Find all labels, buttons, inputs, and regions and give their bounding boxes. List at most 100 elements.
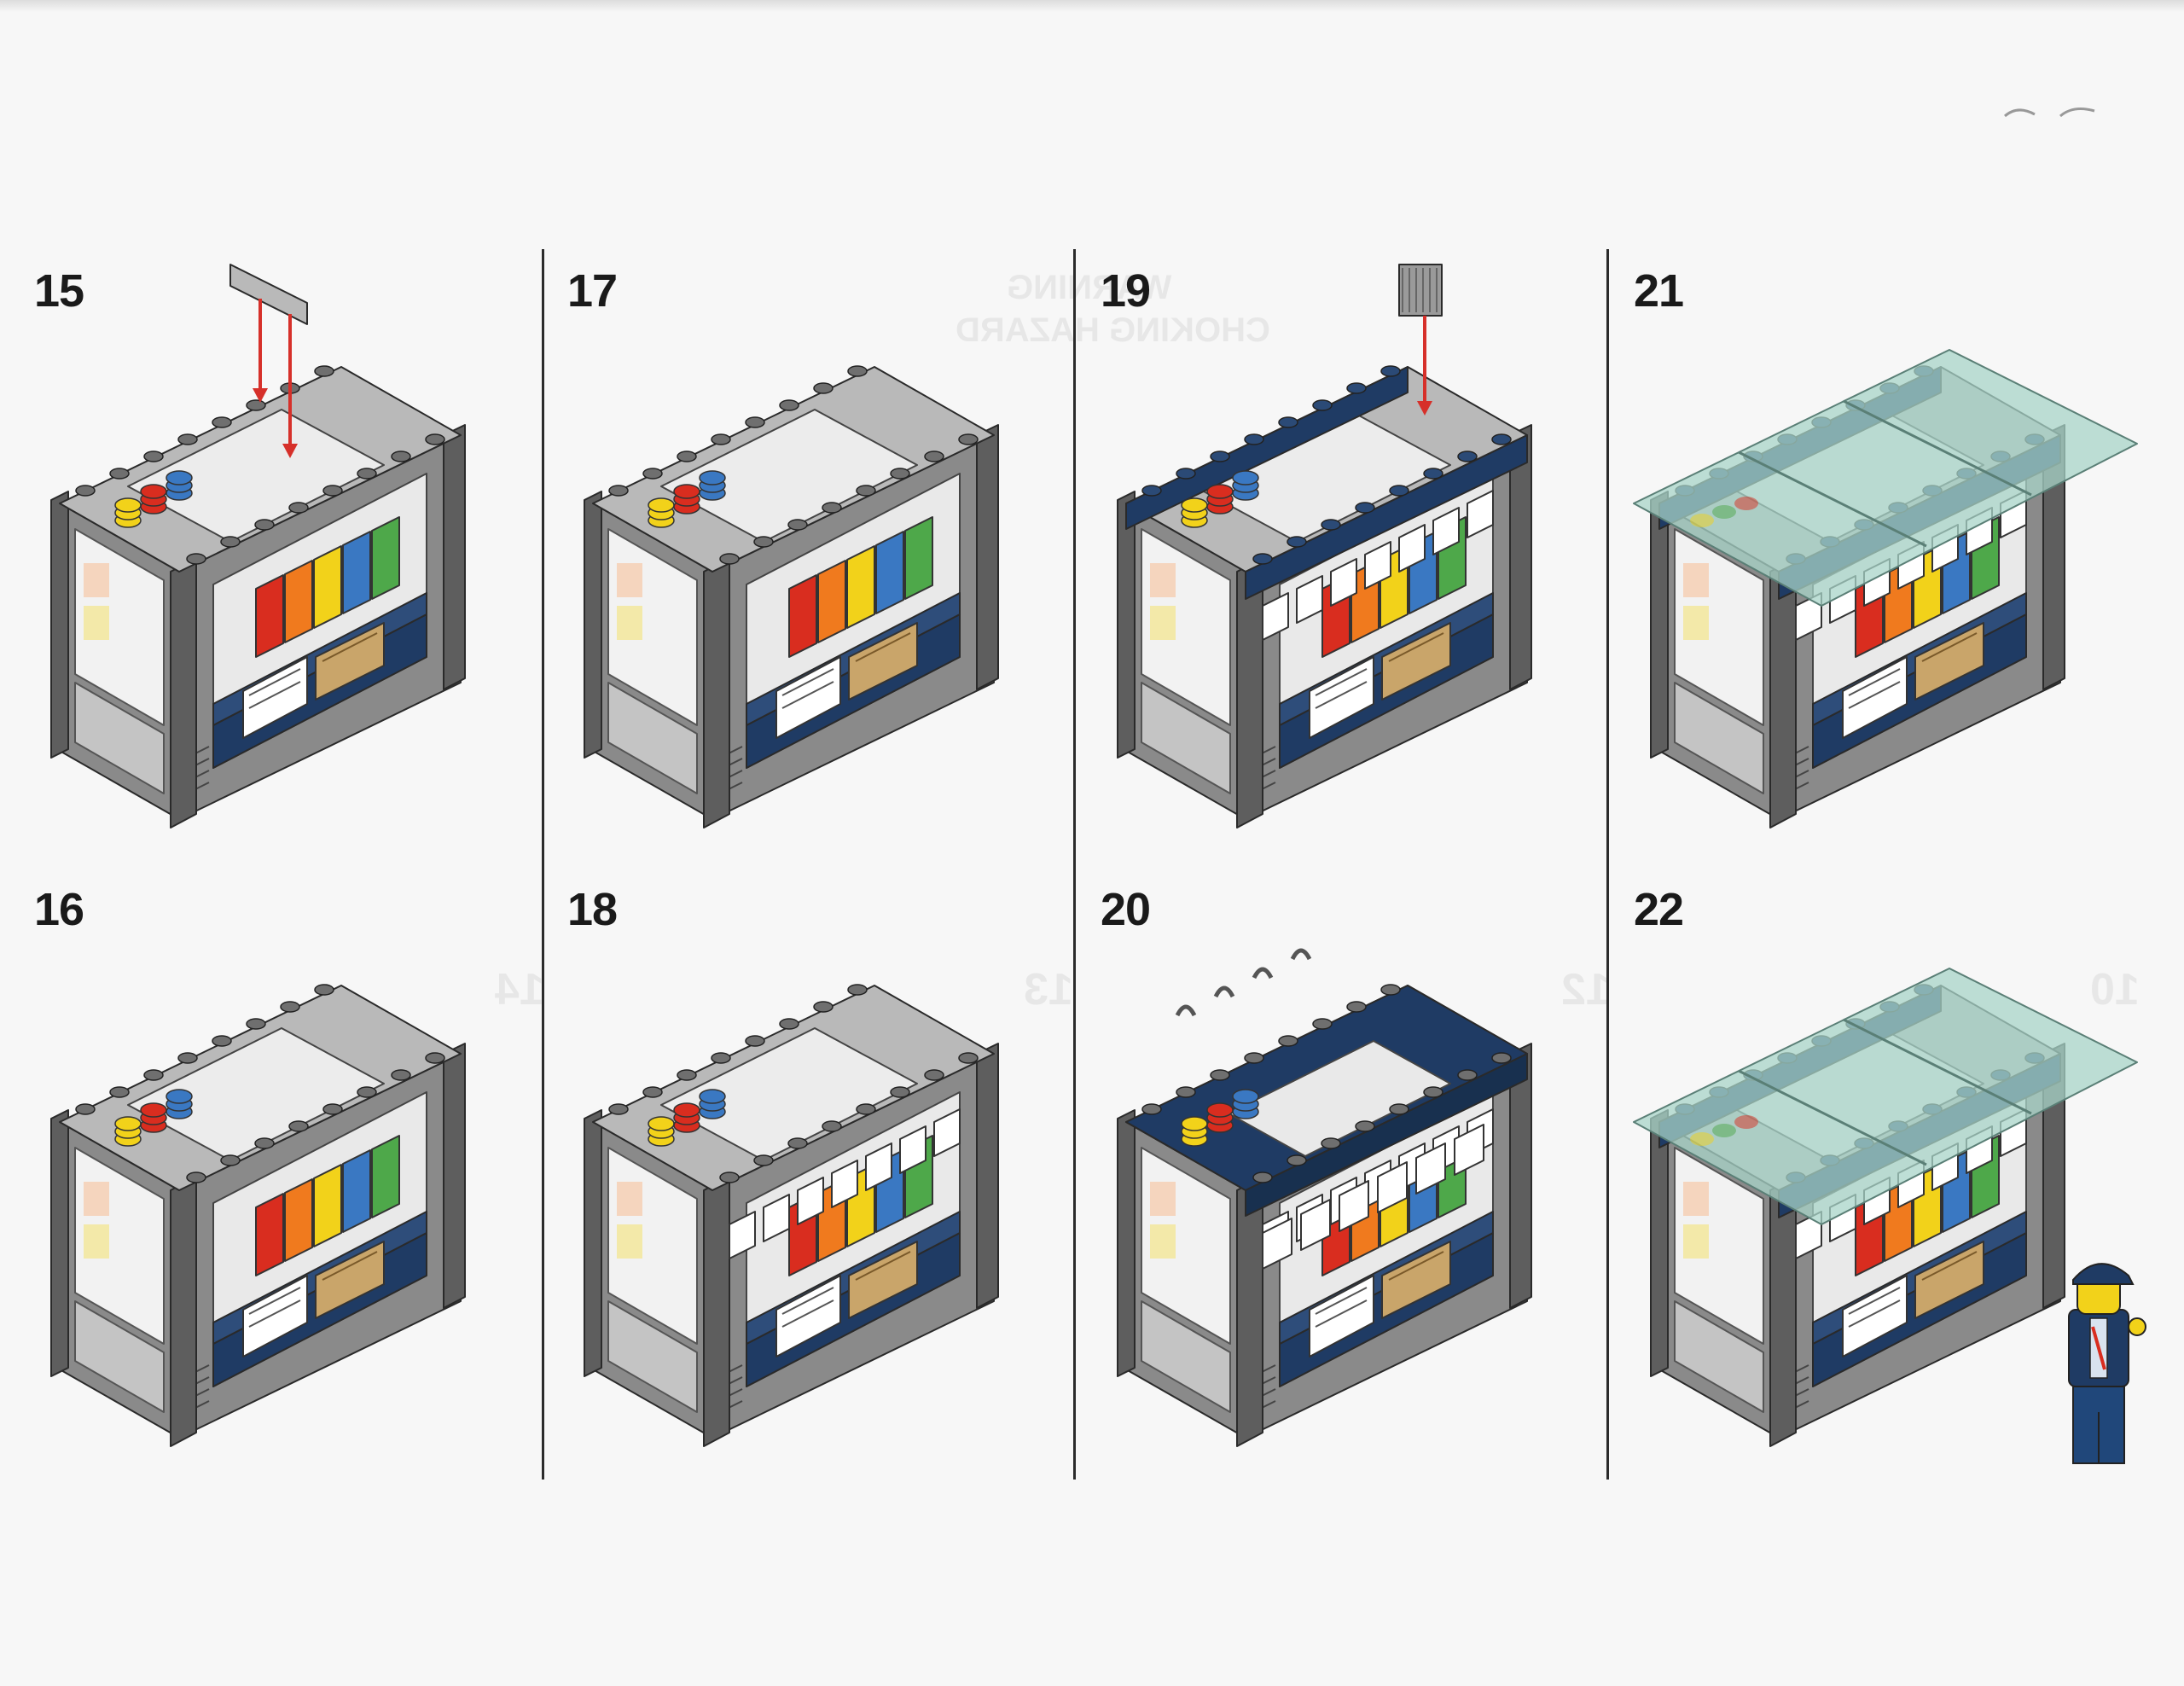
hanging-card bbox=[1300, 1199, 1331, 1251]
newspaper-line bbox=[781, 681, 834, 709]
minifigure bbox=[2068, 1263, 2146, 1464]
column-divider bbox=[542, 249, 544, 1480]
window-sticker bbox=[1150, 563, 1176, 597]
step-illustration bbox=[584, 365, 999, 828]
newspaper bbox=[242, 656, 308, 739]
sweet-stack bbox=[648, 1116, 675, 1131]
stud bbox=[719, 1171, 740, 1183]
newspaper-line bbox=[1388, 632, 1444, 662]
stud bbox=[1355, 1120, 1375, 1132]
hanging-card bbox=[1467, 490, 1494, 538]
stud bbox=[1389, 485, 1409, 497]
stud bbox=[787, 519, 808, 531]
newspaper bbox=[1309, 656, 1374, 739]
front-pillar-left bbox=[703, 1176, 730, 1447]
front-pillar-left bbox=[1769, 1176, 1797, 1447]
stud bbox=[1457, 451, 1478, 462]
stud bbox=[391, 1069, 411, 1081]
step-15: 15 bbox=[26, 247, 555, 862]
arrow-head bbox=[253, 388, 268, 403]
stud bbox=[847, 365, 868, 377]
window-sticker bbox=[1683, 563, 1709, 597]
front-pillar-right bbox=[443, 1043, 466, 1309]
stud bbox=[753, 536, 774, 548]
stud bbox=[1423, 468, 1443, 480]
newspaper-line bbox=[1315, 668, 1368, 696]
stud bbox=[1176, 468, 1196, 480]
stud bbox=[109, 1086, 130, 1098]
magazine-3 bbox=[313, 1164, 342, 1247]
stud bbox=[822, 502, 842, 514]
stud bbox=[787, 1137, 808, 1149]
newspaper bbox=[775, 656, 841, 739]
stud bbox=[924, 451, 944, 462]
magazine-3 bbox=[846, 545, 875, 629]
front-pillar-right bbox=[976, 1043, 999, 1309]
stud bbox=[677, 1069, 697, 1081]
newspaper-line bbox=[248, 1299, 301, 1328]
back-pillar-left bbox=[1117, 491, 1136, 759]
newspaper-line bbox=[1315, 1287, 1368, 1315]
hanging-card bbox=[865, 1142, 892, 1191]
sweet-stack bbox=[1181, 497, 1208, 513]
window-sticker bbox=[1683, 1224, 1709, 1259]
newspaper-line bbox=[322, 1251, 378, 1281]
side-base-panel bbox=[1141, 682, 1231, 794]
back-pillar-left bbox=[50, 491, 69, 759]
newspaper-line bbox=[1848, 681, 1901, 709]
step-19: 19 bbox=[1092, 247, 1621, 862]
hanging-card bbox=[1330, 558, 1357, 607]
stud bbox=[425, 433, 445, 445]
hanging-card bbox=[1262, 592, 1289, 641]
hanging-card bbox=[797, 1177, 824, 1225]
stud bbox=[280, 1001, 300, 1013]
sweet-under-glass bbox=[1690, 514, 1714, 527]
side-base-panel bbox=[1141, 1300, 1231, 1413]
hanging-card bbox=[831, 1160, 858, 1208]
kiosk-model bbox=[50, 984, 466, 1447]
back-pillar-left bbox=[584, 491, 602, 759]
stud bbox=[958, 433, 979, 445]
side-base-panel bbox=[1674, 1300, 1764, 1413]
hanging-card bbox=[1296, 575, 1323, 624]
stud bbox=[1252, 1171, 1273, 1183]
kiosk-model bbox=[1117, 264, 1532, 828]
magazine-5 bbox=[371, 516, 400, 600]
step-number: 21 bbox=[1634, 265, 1684, 317]
stud bbox=[1141, 485, 1162, 497]
window-sticker bbox=[617, 1224, 642, 1259]
stud bbox=[177, 433, 198, 445]
arrow-head bbox=[282, 444, 298, 458]
scan-mark bbox=[2004, 108, 2095, 118]
newspaper-tan bbox=[848, 1241, 918, 1319]
stud bbox=[958, 1052, 979, 1064]
kiosk-model bbox=[584, 984, 999, 1447]
back-pillar-left bbox=[584, 1109, 602, 1377]
stud bbox=[1423, 1086, 1443, 1098]
magazine-2 bbox=[284, 560, 313, 643]
step-number: 18 bbox=[567, 884, 618, 935]
navy-back-lintel bbox=[1125, 366, 1409, 530]
step-illustration bbox=[1117, 264, 1532, 828]
stud bbox=[75, 1103, 96, 1115]
step-21: 21 bbox=[1625, 247, 2154, 862]
magazine-4 bbox=[875, 531, 904, 614]
hanging-card bbox=[933, 1108, 961, 1157]
frame-opening bbox=[127, 1027, 385, 1161]
arrow-head bbox=[1417, 401, 1432, 416]
side-base-panel bbox=[607, 682, 698, 794]
front-pillar-right bbox=[1509, 424, 1532, 690]
hanging-card bbox=[1339, 1180, 1369, 1232]
magazine-4 bbox=[342, 531, 371, 614]
stud bbox=[608, 485, 629, 497]
window-sticker bbox=[84, 1224, 109, 1259]
front-pillar-right bbox=[443, 424, 466, 690]
magazine-1 bbox=[788, 574, 817, 658]
scan-edge-shadow bbox=[0, 0, 2184, 12]
stud bbox=[143, 1069, 164, 1081]
newspaper-tan bbox=[848, 622, 918, 701]
hanging-card bbox=[899, 1125, 926, 1174]
clip-part bbox=[1290, 948, 1312, 961]
navy-lintel bbox=[1245, 434, 1528, 600]
side-base-panel bbox=[74, 1300, 165, 1413]
